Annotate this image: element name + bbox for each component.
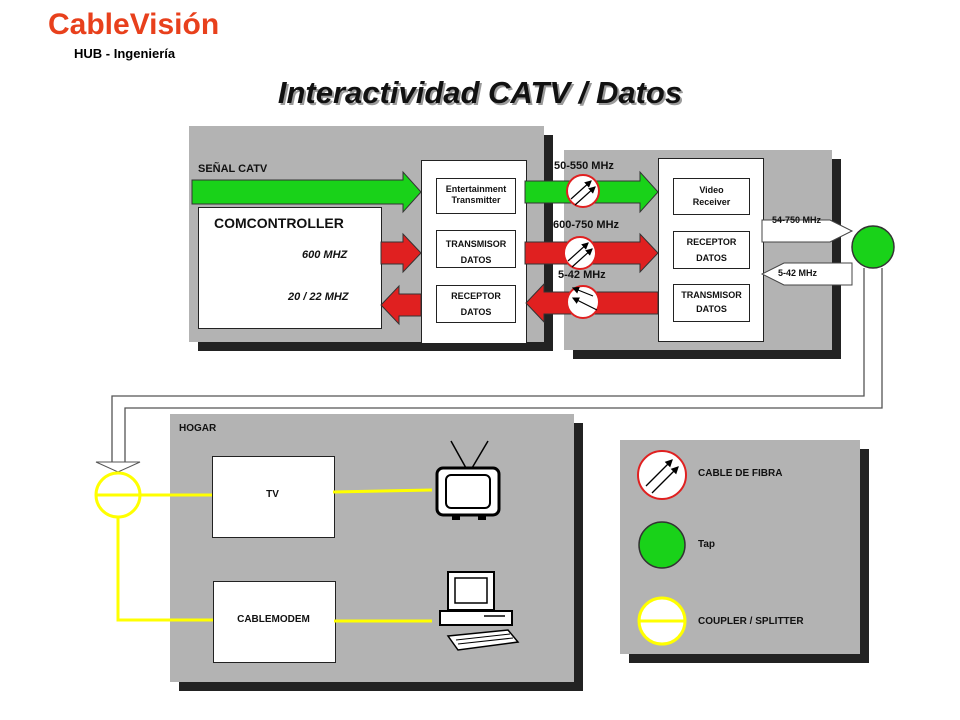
computer-icon <box>439 571 520 651</box>
freq-600-label: 600 MHZ <box>302 249 348 261</box>
node-transmisor-datos-label: TRANSMISOR DATOS <box>681 290 742 314</box>
tv-icon <box>435 440 501 520</box>
freq-600-750-label: 600-750 MHz <box>553 219 620 231</box>
coax-cable <box>332 488 433 494</box>
catv-signal-arrow <box>191 170 422 214</box>
video-receiver-module <box>673 178 750 215</box>
node-input-arrow <box>760 262 853 286</box>
freq-50-550-label: 50-550 MHz <box>554 160 614 172</box>
node-receptor-datos-label: RECEPTOR DATOS <box>686 237 737 263</box>
legend-tap-icon <box>638 521 686 569</box>
catv-signal-label: SEÑAL CATV <box>198 163 268 175</box>
tap-icon <box>851 225 895 269</box>
legend-tap-label: Tap <box>698 539 716 550</box>
legend-coupler-icon <box>637 596 687 646</box>
headend-receptor-datos-module <box>436 285 516 323</box>
comcontroller-label: COMCONTROLLER <box>214 215 344 231</box>
legend-fiber-icon <box>637 450 687 500</box>
coax-cable <box>116 517 213 622</box>
data-upstream-arrow <box>380 284 422 326</box>
tv-label: TV <box>266 489 279 500</box>
page-title: Interactividad CATV / Datos <box>277 75 683 110</box>
comcontroller-box <box>198 207 382 329</box>
headend-transmisor-datos-label: TRANSMISOR DATOS <box>445 239 507 265</box>
legend-coupler-label: COUPLER / SPLITTER <box>698 616 804 627</box>
entertainment-transmitter-module <box>436 178 516 214</box>
freq-5-42-label: 5-42 MHz <box>558 269 606 281</box>
entertainment-transmitter-label: Entertainment Transmitter <box>445 184 507 205</box>
cablemodem-box <box>213 581 336 663</box>
legend-fiber-label: CABLE DE FIBRA <box>698 468 783 479</box>
node-output-arrow <box>761 219 854 243</box>
node-transmisor-datos-module <box>673 284 750 322</box>
fiber-icon <box>566 174 600 208</box>
headend-receptor-datos-label: RECEPTOR DATOS <box>451 291 501 317</box>
headend-transmisor-datos-module <box>436 230 516 268</box>
freq-5-42-node-label: 5-42 MHz <box>778 268 818 278</box>
freq-20-22-label: 20 / 22 MHZ <box>288 291 349 303</box>
fiber-icon <box>563 236 597 270</box>
drop-cable <box>124 268 883 462</box>
fiber-icon <box>566 285 600 319</box>
video-receiver-label: Video Receiver <box>692 185 731 207</box>
tv-box <box>212 456 335 538</box>
brand-subtitle: HUB - Ingeniería <box>74 46 176 61</box>
freq-54-750-label: 54-750 MHz <box>772 215 822 225</box>
data-downstream-arrow <box>380 232 422 274</box>
drop-cable <box>111 268 865 462</box>
node-receptor-datos-module <box>673 231 750 269</box>
cablemodem-label: CABLEMODEM <box>237 614 310 625</box>
brand-logo: CableVisión <box>48 8 220 41</box>
home-label: HOGAR <box>179 423 217 434</box>
